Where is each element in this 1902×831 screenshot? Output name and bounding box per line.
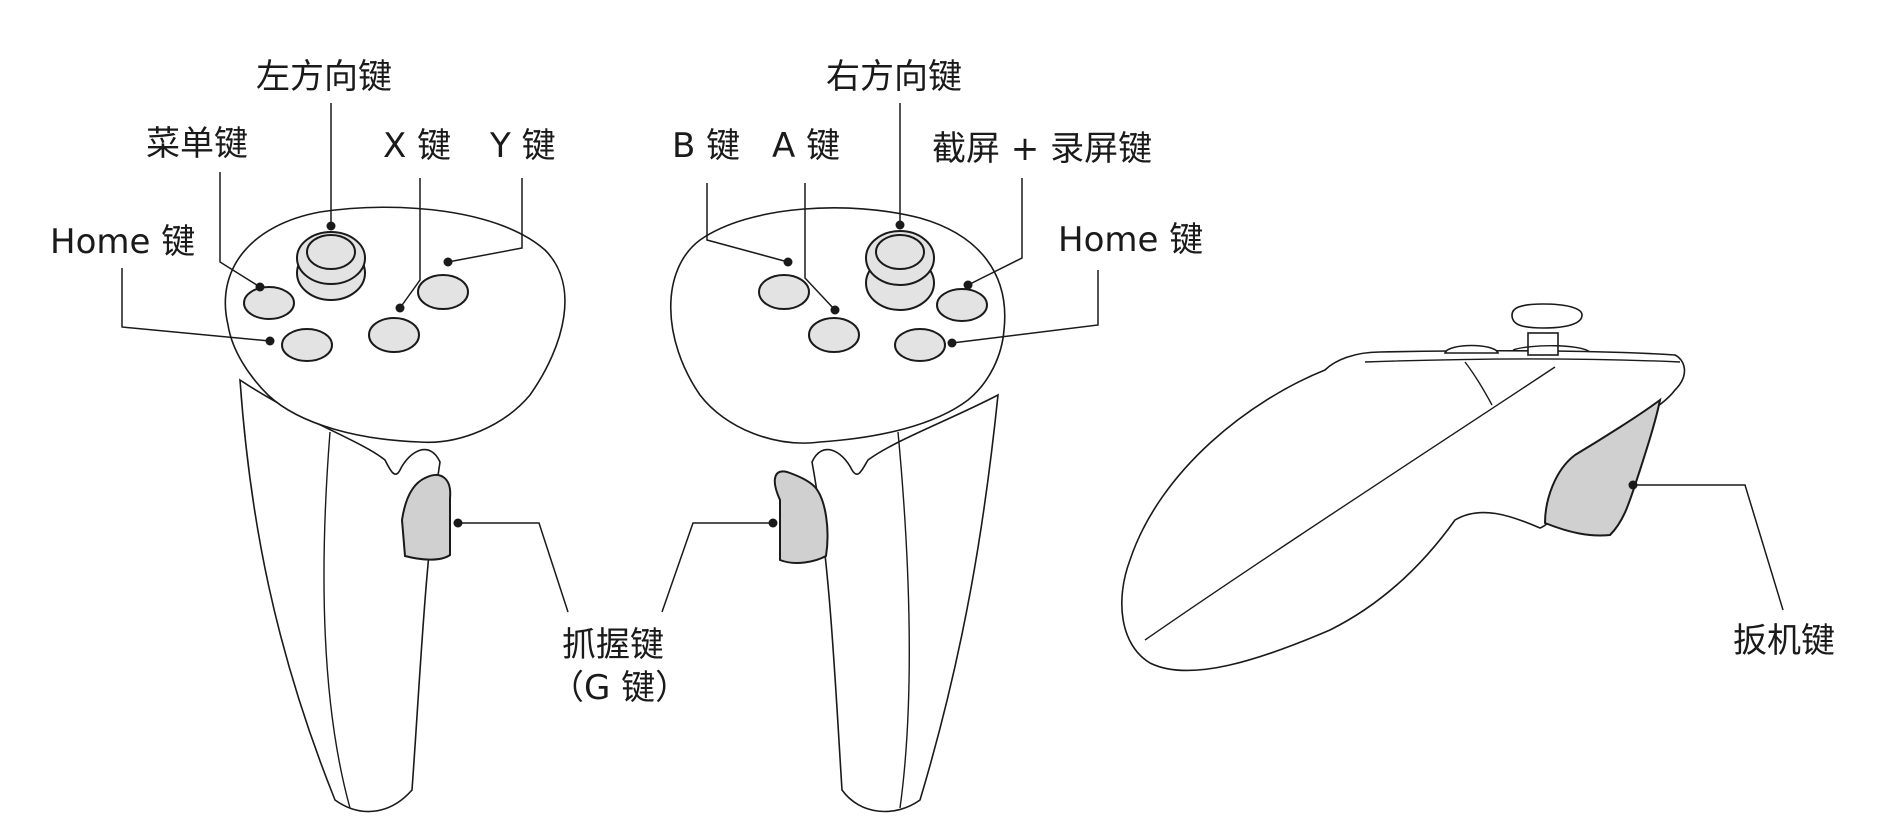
label-menu: 菜单键 — [146, 124, 248, 164]
label-home-left: Home 键 — [50, 222, 195, 262]
x-button — [368, 317, 420, 353]
side-thumbstick — [1511, 303, 1591, 356]
y-button — [417, 274, 469, 310]
right-handle-inner-line — [897, 431, 910, 809]
label-b-key: B 键 — [672, 126, 740, 166]
side-top-edge — [1364, 358, 1681, 363]
home-button-right — [894, 328, 946, 362]
b-button — [758, 274, 810, 310]
label-y-key: Y 键 — [489, 126, 556, 166]
side-diagonal-line — [1144, 366, 1556, 641]
right-controller: 右方向键 B 键 A 键 截屏 + 录屏键 Home 键 — [661, 57, 1203, 813]
trigger-button — [1543, 397, 1662, 537]
right-leaders — [661, 103, 1099, 613]
home-button-left — [281, 328, 333, 362]
left-thumbstick — [296, 231, 366, 301]
right-controller-handle — [811, 393, 999, 813]
trigger-leader-dot — [1628, 480, 1638, 490]
side-view-controller: 扳机键 — [1121, 303, 1835, 672]
label-grip-line1: 抓握键 — [562, 625, 664, 665]
label-a-key: A 键 — [772, 126, 840, 166]
label-x-key: X 键 — [383, 126, 451, 166]
right-thumbstick — [865, 230, 935, 311]
label-left-stick: 左方向键 — [256, 57, 392, 97]
left-leaders — [121, 103, 569, 613]
side-top-button — [1443, 344, 1500, 354]
left-grip-button — [400, 473, 452, 561]
side-seam — [1464, 361, 1493, 406]
menu-button — [243, 286, 295, 320]
label-trigger: 扳机键 — [1733, 621, 1835, 661]
left-controller: 左方向键 菜单键 X 键 Y 键 Home 键 — [50, 57, 569, 813]
a-button — [808, 317, 860, 353]
trigger-leader — [1633, 484, 1784, 611]
left-controller-handle — [239, 378, 441, 813]
left-handle-inner-line — [323, 431, 351, 809]
right-grip-button — [773, 470, 829, 564]
label-right-stick: 右方向键 — [826, 57, 962, 97]
label-screenshot-record: 截屏 + 录屏键 — [932, 129, 1152, 169]
side-controller-body — [1121, 349, 1686, 672]
label-grip-line2: （G 键） — [550, 668, 689, 708]
label-home-right: Home 键 — [1058, 220, 1203, 260]
screenshot-record-button — [936, 288, 988, 322]
